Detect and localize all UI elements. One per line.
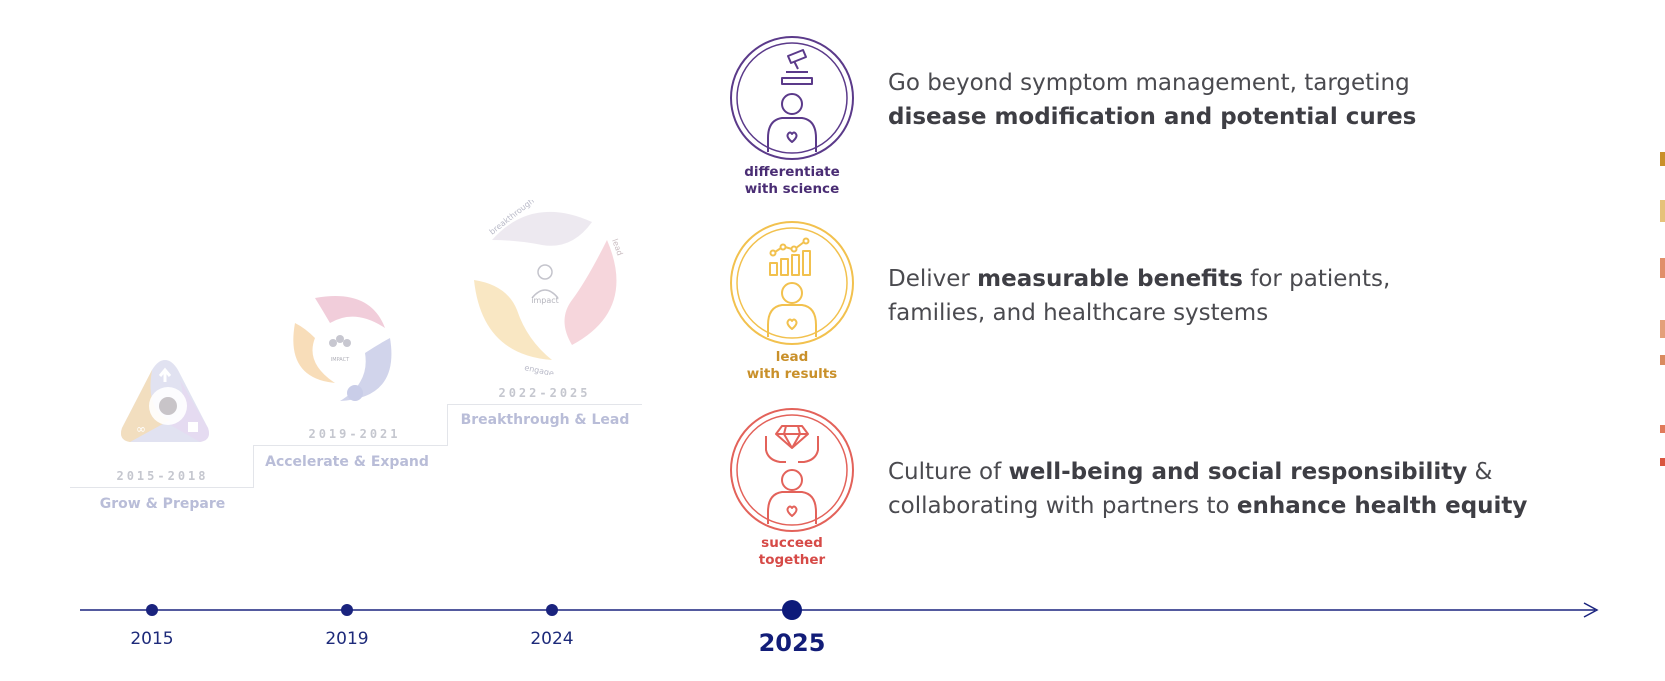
timeline-axis: [80, 600, 1599, 620]
grow-prepare-logo: ∞: [121, 360, 209, 442]
timeline-dot-2019: [341, 604, 353, 616]
results-statement-line2: families, and healthcare systems: [888, 300, 1269, 326]
science-pillar-caption: differentiate with science: [732, 164, 852, 198]
accelerate-expand-logo: IMPACT: [293, 296, 392, 401]
together-statement-part3: collaborating with partners to: [888, 493, 1237, 519]
results-statement-part2: for patients,: [1242, 266, 1391, 292]
science-statement-line1: Go beyond symptom management, targeting: [888, 70, 1410, 96]
phase-3-center-label: impact: [531, 296, 559, 305]
together-caption-line2: together: [758, 552, 826, 568]
timeline-dot-2025: [782, 600, 802, 620]
timeline-label-2015: 2015: [130, 629, 174, 649]
phase-name-3: Breakthrough & Lead: [460, 412, 630, 428]
together-statement-part2: &: [1467, 459, 1493, 485]
phase-name-2: Accelerate & Expand: [265, 454, 429, 470]
edge-mark: [1660, 200, 1665, 222]
timeline-label-current: 2025: [758, 629, 826, 657]
timeline-dot-2024: [546, 604, 558, 616]
together-statement-part1: Culture of: [888, 459, 1009, 485]
edge-mark: [1660, 425, 1665, 433]
together-caption-line1: succeed: [761, 535, 823, 551]
phase-3-bottom-label: engage: [524, 363, 555, 375]
breakthrough-lead-logo: impact breakthrough lead engage: [474, 200, 624, 375]
phase-3-right-label: lead: [610, 238, 624, 257]
phase-2-center-label: IMPACT: [331, 357, 350, 363]
svg-text:∞: ∞: [136, 422, 146, 436]
together-pillar-icon: [730, 408, 854, 532]
results-statement-bold: measurable benefits: [977, 266, 1243, 292]
together-statement-bold1: well-being and social responsibility: [1008, 459, 1468, 485]
results-statement: Deliver measurable benefits for patients…: [888, 262, 1390, 330]
timeline-label-2024: 2024: [530, 629, 574, 649]
phase-step-base-3: [447, 404, 642, 405]
phase-step-riser-2: [447, 404, 448, 446]
science-statement: Go beyond symptom management, targeting …: [888, 66, 1416, 134]
science-caption-line1: differentiate: [744, 164, 840, 180]
results-pillar-icon: [730, 221, 854, 345]
phase-step-base-1: [70, 487, 254, 488]
science-pillar-icon: [730, 36, 854, 160]
timeline-arrowhead: [1583, 602, 1599, 618]
science-caption-line2: with science: [744, 181, 840, 197]
results-caption-line1: lead: [775, 349, 809, 365]
timeline-label-2019: 2019: [325, 629, 369, 649]
edge-mark: [1660, 458, 1665, 466]
phase-step-riser-1: [253, 445, 254, 488]
edge-mark: [1660, 355, 1665, 365]
phase-years-1: 2015-2018: [116, 469, 209, 483]
results-statement-part1: Deliver: [888, 266, 978, 292]
edge-mark: [1660, 152, 1665, 166]
edge-mark: [1660, 258, 1665, 278]
edge-mark: [1660, 320, 1665, 338]
phase-step-base-2: [253, 445, 448, 446]
phase-years-3: 2022-2025: [498, 386, 591, 400]
science-statement-bold: disease modification and potential cures: [888, 104, 1417, 130]
together-statement: Culture of well-being and social respons…: [888, 455, 1527, 523]
timeline-dot-2015: [146, 604, 158, 616]
results-caption-line2: with results: [746, 366, 838, 382]
phase-name-1: Grow & Prepare: [99, 496, 226, 512]
together-statement-bold2: enhance health equity: [1236, 493, 1528, 519]
phase-years-2: 2019-2021: [308, 427, 401, 441]
results-pillar-caption: lead with results: [732, 349, 852, 383]
together-pillar-caption: succeed together: [732, 535, 852, 569]
